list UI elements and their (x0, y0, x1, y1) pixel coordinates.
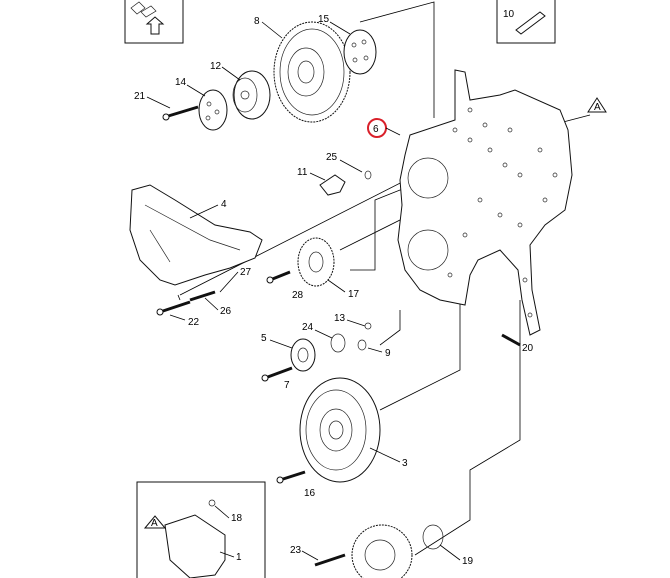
callout-labels: 8 15 12 14 21 25 11 4 27 28 17 26 22 13 … (134, 14, 534, 567)
bolt-21 (162, 105, 199, 121)
pin-27 (189, 290, 216, 302)
part-13 (364, 322, 372, 330)
plate-15 (343, 29, 377, 75)
bolt-22 (156, 300, 191, 316)
section-marker-top-right: A (587, 97, 607, 113)
inset-box-bottom-left: A (136, 481, 266, 578)
callout-23: 23 (290, 545, 302, 556)
cover-4 (129, 184, 263, 286)
gear-8 (273, 21, 351, 123)
callout-26: 26 (220, 306, 232, 317)
up-arrow-icon (145, 16, 165, 35)
bolt-10-icon (515, 11, 546, 35)
sensor-11 (319, 174, 346, 196)
oring-19 (422, 524, 444, 550)
callout-10: 10 (503, 9, 515, 20)
timing-case-plate (397, 69, 573, 336)
gear-bottom (351, 524, 413, 578)
callout-4: 4 (221, 199, 227, 210)
callout-6[interactable]: 6 (373, 124, 379, 135)
parts-icon (130, 1, 157, 18)
callout-21: 21 (134, 91, 146, 102)
callout-18: 18 (231, 513, 243, 524)
section-marker-icon (143, 515, 167, 529)
oring-25 (364, 170, 372, 180)
inset-box-part-10: 10 (496, 0, 556, 44)
callout-20: 20 (522, 343, 534, 354)
inset-icon-box-top-left (124, 0, 184, 44)
oring-24 (330, 333, 346, 353)
section-marker-a: A (594, 102, 601, 113)
gear-5 (290, 338, 316, 372)
bolt-23 (314, 553, 346, 567)
gear-17 (297, 237, 335, 287)
callout-27: 27 (240, 267, 252, 278)
callout-16: 16 (304, 488, 316, 499)
callout-14: 14 (175, 77, 187, 88)
callout-17: 17 (348, 289, 360, 300)
callout-24: 24 (302, 322, 314, 333)
callout-28: 28 (292, 290, 304, 301)
callout-8: 8 (254, 16, 260, 27)
washer-plate-14 (198, 89, 228, 131)
bolt-16 (276, 470, 306, 484)
callout-7: 7 (284, 380, 290, 391)
callout-3: 3 (402, 458, 408, 469)
section-marker-inset: A (151, 518, 158, 529)
callout-15: 15 (318, 14, 330, 25)
highlighted-callout-6[interactable]: 6 (367, 118, 401, 138)
bolt-7 (261, 366, 293, 382)
hub-12 (232, 70, 271, 120)
callout-9: 9 (385, 348, 391, 359)
callout-11: 11 (297, 167, 308, 178)
callout-22: 22 (188, 317, 200, 328)
bolt-20 (501, 333, 521, 347)
callout-13: 13 (334, 313, 346, 324)
callout-12: 12 (210, 61, 222, 72)
flywheel-3 (299, 377, 381, 483)
seal-9 (357, 339, 367, 351)
callout-5: 5 (261, 333, 267, 344)
callout-19: 19 (462, 556, 474, 567)
callout-1: 1 (236, 552, 242, 563)
callout-25: 25 (326, 152, 338, 163)
bolt-28 (266, 270, 291, 284)
